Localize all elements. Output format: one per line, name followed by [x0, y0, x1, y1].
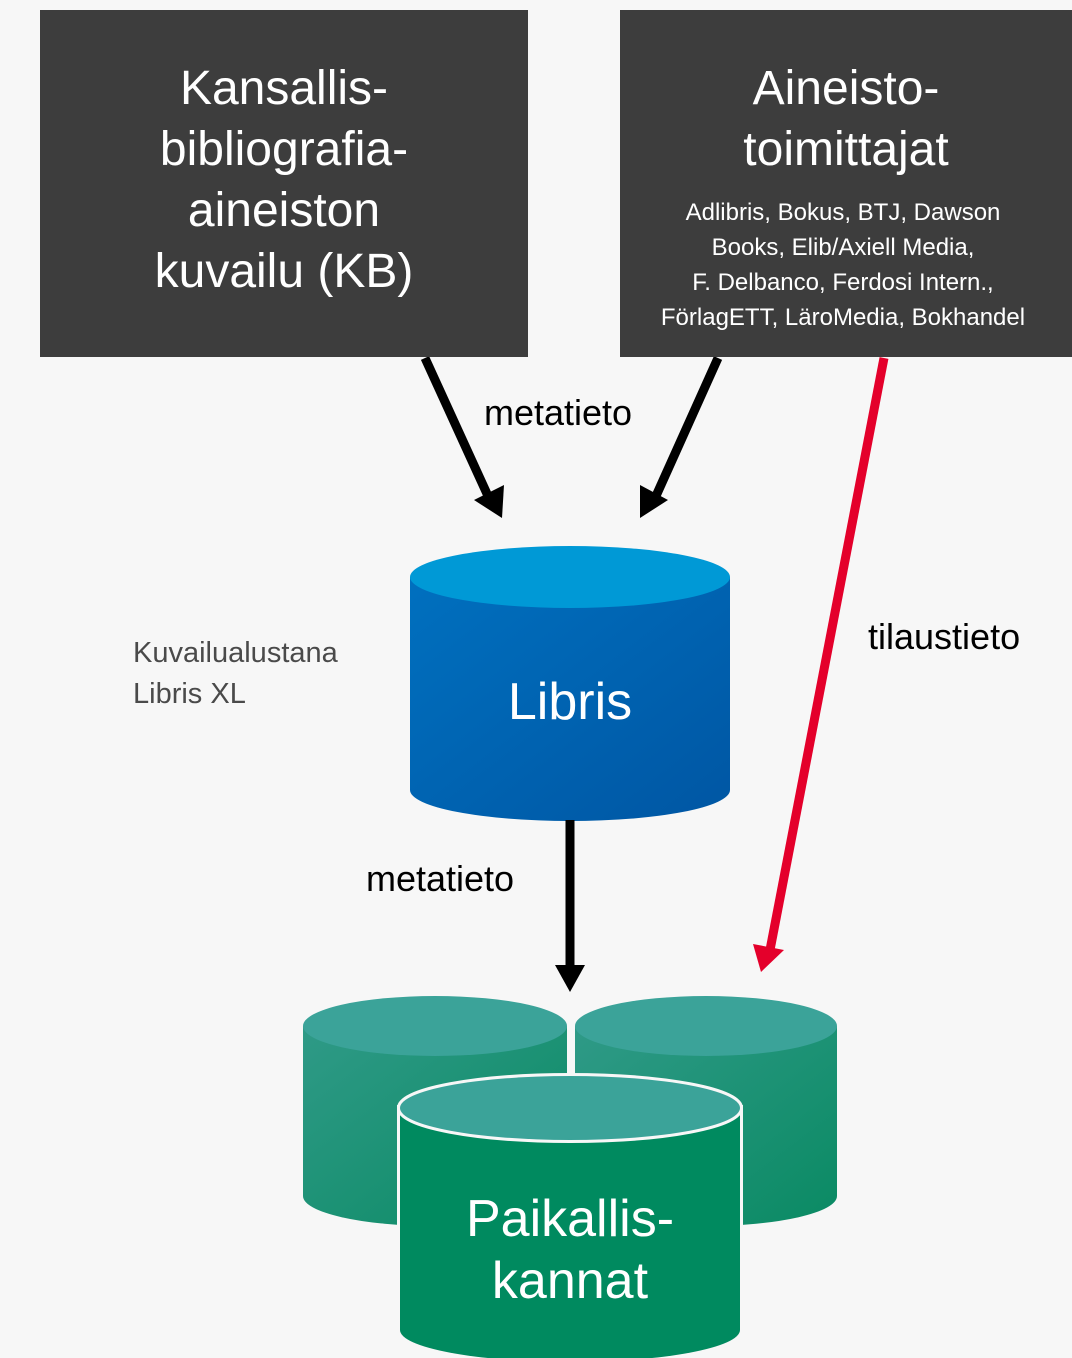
edge-label-metadata-top: metatieto — [484, 392, 633, 433]
arrow-libris-to-local — [555, 820, 585, 992]
suppliers-title-line: toimittajat — [743, 123, 949, 176]
suppliers-list-line: FörlagETT, LäroMedia, Bokhandel — [660, 304, 1026, 331]
libris-note: Kuvailualustana Libris XL — [133, 633, 338, 715]
libris-label: Libris — [507, 673, 633, 731]
arrow-order-info — [753, 357, 889, 972]
local-database-front — [397, 1073, 743, 1358]
suppliers-list-line: Books, Elib/Axiell Media, — [711, 234, 975, 261]
local-label-line: Paikallis- — [465, 1190, 675, 1248]
suppliers-title-line: Aineisto- — [752, 62, 940, 115]
libris-note-line: Kuvailualustana — [133, 637, 338, 669]
source-kb-title-line: bibliografia- — [159, 123, 409, 176]
edge-label-order-info: tilaustieto — [868, 616, 1021, 657]
source-kb-title-line: aineiston — [187, 184, 381, 237]
suppliers-box: Aineisto- toimittajat Adlibris, Bokus, B… — [620, 10, 1072, 357]
local-databases-label: Paikallis- kannat — [400, 1188, 740, 1312]
source-kb-box: Kansallis- bibliografia- aineiston kuvai… — [40, 10, 528, 357]
arrow-suppliers-to-libris — [640, 356, 723, 518]
arrow-kb-to-libris — [420, 356, 504, 518]
source-kb-title-line: kuvailu (KB) — [154, 245, 414, 298]
libris-note-line: Libris XL — [133, 678, 246, 710]
suppliers-title: Aineisto- toimittajat — [620, 10, 1072, 180]
suppliers-list: Adlibris, Bokus, BTJ, Dawson Books, Elib… — [614, 195, 1072, 335]
libris-database — [410, 546, 730, 821]
suppliers-list-line: F. Delbanco, Ferdosi Intern., — [692, 269, 994, 296]
source-kb-title-line: Kansallis- — [179, 62, 389, 115]
edge-label-metadata-bottom: metatieto — [366, 858, 515, 899]
local-label-line: kannat — [491, 1252, 649, 1310]
suppliers-list-line: Adlibris, Bokus, BTJ, Dawson — [685, 199, 1001, 226]
source-kb-title: Kansallis- bibliografia- aineiston kuvai… — [40, 10, 528, 302]
